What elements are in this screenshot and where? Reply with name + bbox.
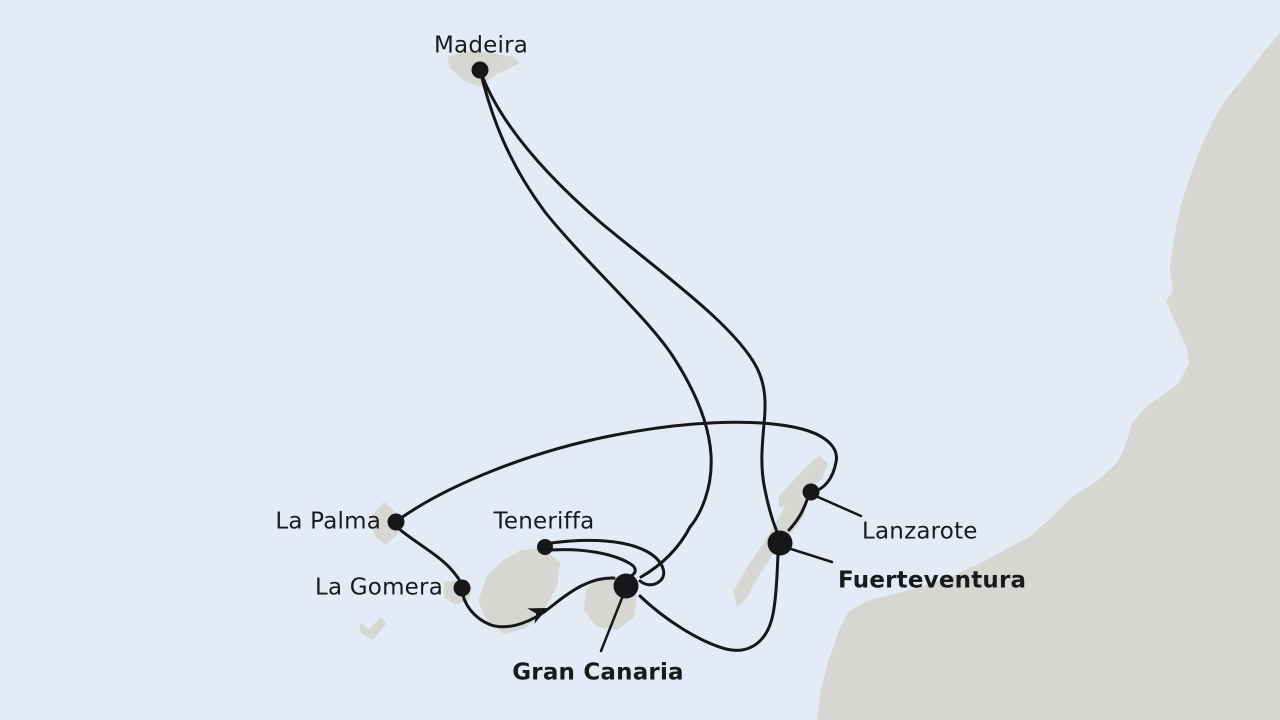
leader-lanzarote	[816, 495, 863, 518]
route-lines	[396, 68, 838, 652]
el-hierro-island	[359, 617, 386, 640]
route-gran-canaria-la-gomera	[460, 576, 616, 629]
route-gran-canaria-fuerteventura	[638, 553, 780, 652]
africa-mainland	[817, 33, 1280, 720]
route-teneriffa-gran-canaria-outer	[549, 538, 666, 587]
route-la-palma-lanzarote	[399, 420, 838, 520]
port-dot-fuerteventura	[767, 530, 793, 556]
leader-fuerteventura	[789, 547, 834, 564]
port-dots	[387, 61, 820, 599]
landmasses	[359, 33, 1280, 720]
port-dot-gran-canaria	[613, 573, 639, 599]
route-madeira-fuerteventura	[478, 68, 780, 536]
port-dot-lanzarote	[802, 483, 820, 501]
route-madeira-gran-canaria	[478, 68, 713, 579]
port-dot-la-palma	[387, 513, 405, 531]
port-label-la-palma: La Palma	[275, 508, 381, 535]
label-leader-lines	[599, 495, 863, 653]
port-label-gran-canaria: Gran Canaria	[512, 659, 684, 686]
lanzarote-island	[779, 455, 828, 508]
port-label-madeira: Madeira	[433, 32, 529, 59]
route-teneriffa-gran-canaria-inner	[549, 548, 637, 578]
port-label-teneriffa: Teneriffa	[493, 508, 595, 535]
port-label-lanzarote: Lanzarote	[862, 518, 978, 545]
teneriffa-island	[478, 548, 560, 634]
direction-arrow	[527, 608, 548, 624]
leader-gran-canaria	[599, 596, 624, 653]
route-lanzarote-fuerteventura	[787, 498, 809, 532]
port-dot-la-gomera	[453, 579, 471, 597]
la-palma-island	[372, 502, 399, 545]
port-dot-madeira	[471, 61, 489, 79]
port-label-la-gomera: La Gomera	[314, 574, 443, 601]
port-dot-teneriffa	[537, 539, 553, 555]
port-label-fuerteventura: Fuerteventura	[838, 567, 1027, 594]
